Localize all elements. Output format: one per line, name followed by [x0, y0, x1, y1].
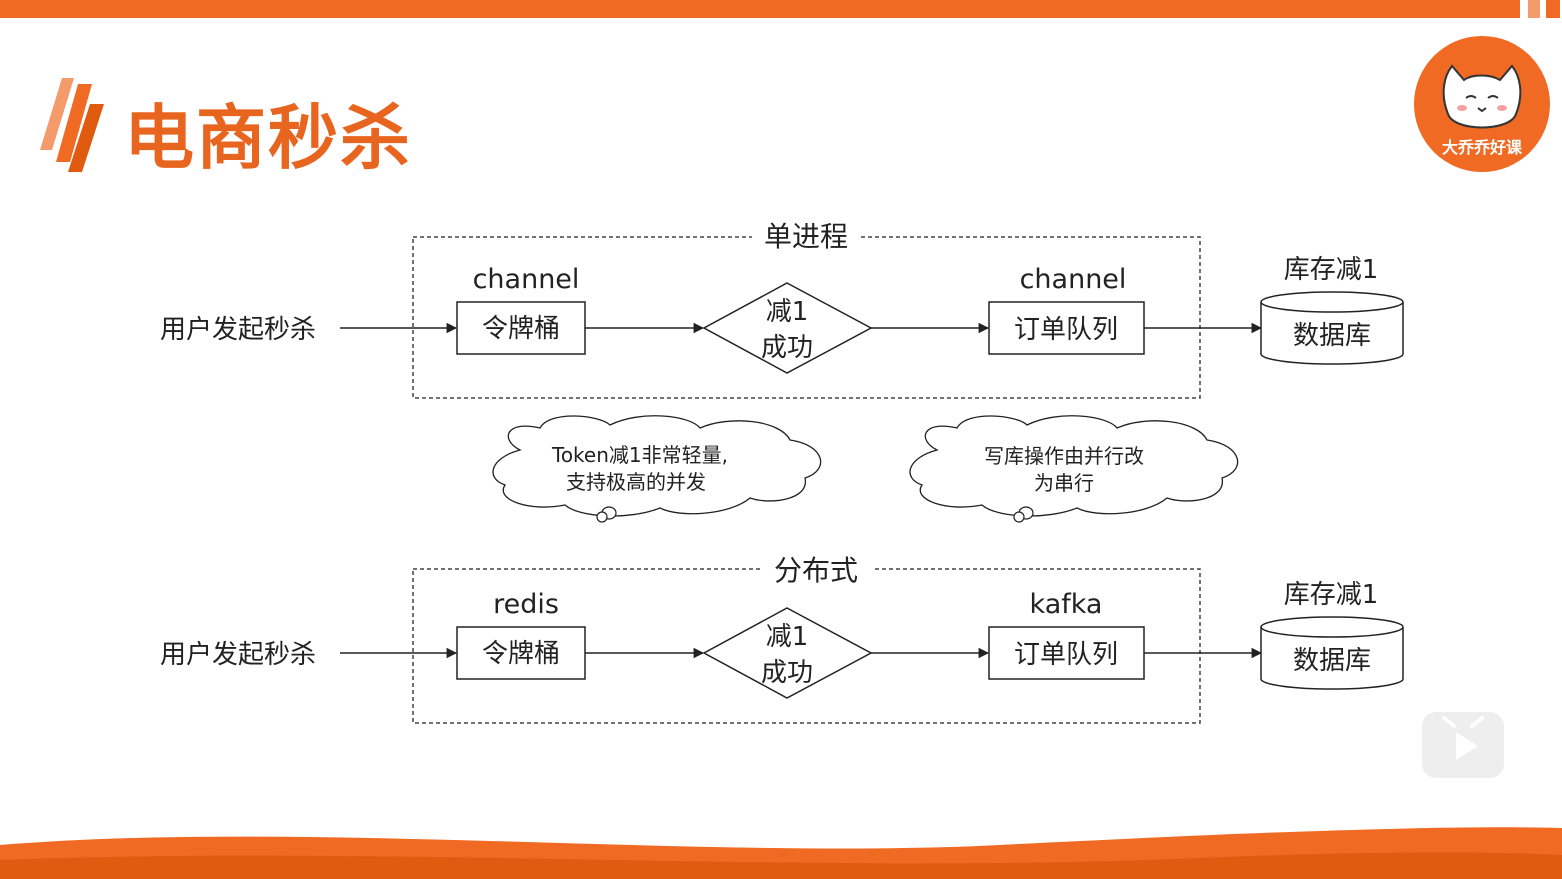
distributed-frame-label: 分布式 [774, 554, 858, 587]
distributed-decision-diamond [702, 607, 873, 699]
logo-text: 大乔乔好课 [1441, 138, 1522, 157]
single-decision-line1: 减1 [766, 297, 809, 327]
distributed-token-channel-label: redis [493, 589, 559, 620]
frame-label-bg [752, 220, 860, 254]
cat-mascot-icon [1442, 64, 1522, 129]
top-accent-square [1528, 0, 1540, 18]
note-cloud-left [492, 415, 822, 523]
note-cloud-right [909, 415, 1239, 523]
single-database-cylinder [1260, 291, 1404, 365]
distributed-db-caption: 库存减1 [1284, 580, 1379, 610]
distributed-database-label: 数据库 [1293, 646, 1371, 676]
frame-label-bg [760, 552, 872, 586]
title-slash-icon [40, 78, 104, 172]
distributed-order-queue-box [988, 626, 1145, 680]
note-right-line1: 写库操作由并行改 [984, 444, 1144, 468]
distributed-token-bucket-box [456, 626, 586, 680]
single-token-channel-label: channel [473, 264, 580, 295]
single-db-caption: 库存减1 [1284, 255, 1379, 285]
note-right-line2: 为串行 [1034, 471, 1094, 495]
distributed-start-label: 用户发起秒杀 [160, 640, 316, 670]
single-order-queue-box [988, 301, 1145, 355]
single-token-bucket-label: 令牌桶 [482, 314, 560, 344]
logo [1414, 36, 1550, 172]
top-accent-bar [0, 0, 1520, 18]
top-accent-square [1546, 0, 1560, 18]
note-left-line1: Token减1非常轻量, [551, 443, 728, 467]
play-icon [1442, 716, 1484, 760]
distributed-decision-line1: 减1 [766, 622, 809, 652]
play-button[interactable] [1422, 712, 1504, 778]
distributed-token-bucket-label: 令牌桶 [482, 639, 560, 669]
distributed-database-cylinder [1260, 616, 1404, 690]
single-start-label: 用户发起秒杀 [160, 315, 316, 345]
single-queue-channel-label: channel [1020, 264, 1127, 295]
note-left-line2: 支持极高的并发 [566, 470, 706, 494]
single-process-frame-label: 单进程 [764, 220, 848, 253]
distributed-queue-channel-label: kafka [1030, 589, 1103, 620]
bottom-wave-decoration [0, 827, 1562, 879]
single-database-label: 数据库 [1293, 321, 1371, 351]
page-title: 电商秒杀 [124, 97, 412, 179]
distributed-decision-line2: 成功 [761, 658, 813, 688]
single-decision-diamond [702, 282, 873, 374]
distributed-order-queue-label: 订单队列 [1014, 640, 1118, 670]
single-token-bucket-box [456, 301, 586, 355]
single-order-queue-label: 订单队列 [1014, 315, 1118, 345]
single-decision-line2: 成功 [761, 333, 813, 363]
